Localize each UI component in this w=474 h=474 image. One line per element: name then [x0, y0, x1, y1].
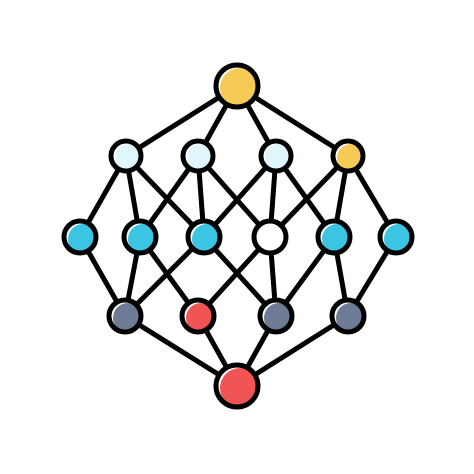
node-h3d: [329, 297, 367, 335]
node-outline: [258, 138, 294, 174]
node-h3b: [179, 297, 217, 335]
node-h2a: [61, 218, 99, 256]
nodes: [61, 62, 415, 410]
node-outline: [329, 297, 367, 335]
node-outline: [213, 62, 261, 110]
node-outline: [106, 297, 144, 335]
node-outline: [377, 218, 415, 256]
node-h2b: [121, 218, 159, 256]
node-outline: [179, 297, 217, 335]
node-outline: [185, 218, 223, 256]
node-h2e: [315, 218, 353, 256]
node-bottom: [213, 362, 261, 410]
node-h3a: [106, 297, 144, 335]
node-h2d: [251, 218, 289, 256]
node-h1d: [330, 138, 366, 174]
edge-h1d-h2d: [267, 153, 351, 240]
node-h2c: [185, 218, 223, 256]
node-outline: [251, 218, 289, 256]
edge-h2c-h3a: [122, 234, 207, 319]
node-outline: [180, 138, 216, 174]
node-outline: [121, 218, 159, 256]
node-outline: [315, 218, 353, 256]
node-h1c: [258, 138, 294, 174]
node-h2f: [377, 218, 415, 256]
node-h1b: [180, 138, 216, 174]
node-outline: [61, 218, 99, 256]
node-outline: [330, 138, 366, 174]
node-top: [213, 62, 261, 110]
node-outline: [213, 362, 261, 410]
node-outline: [108, 138, 144, 174]
node-h3c: [257, 297, 295, 335]
node-fill: [220, 368, 260, 408]
node-outline: [257, 297, 295, 335]
edge-h1a-h2c: [123, 153, 207, 240]
node-fill: [220, 68, 260, 108]
node-h1a: [108, 138, 144, 174]
